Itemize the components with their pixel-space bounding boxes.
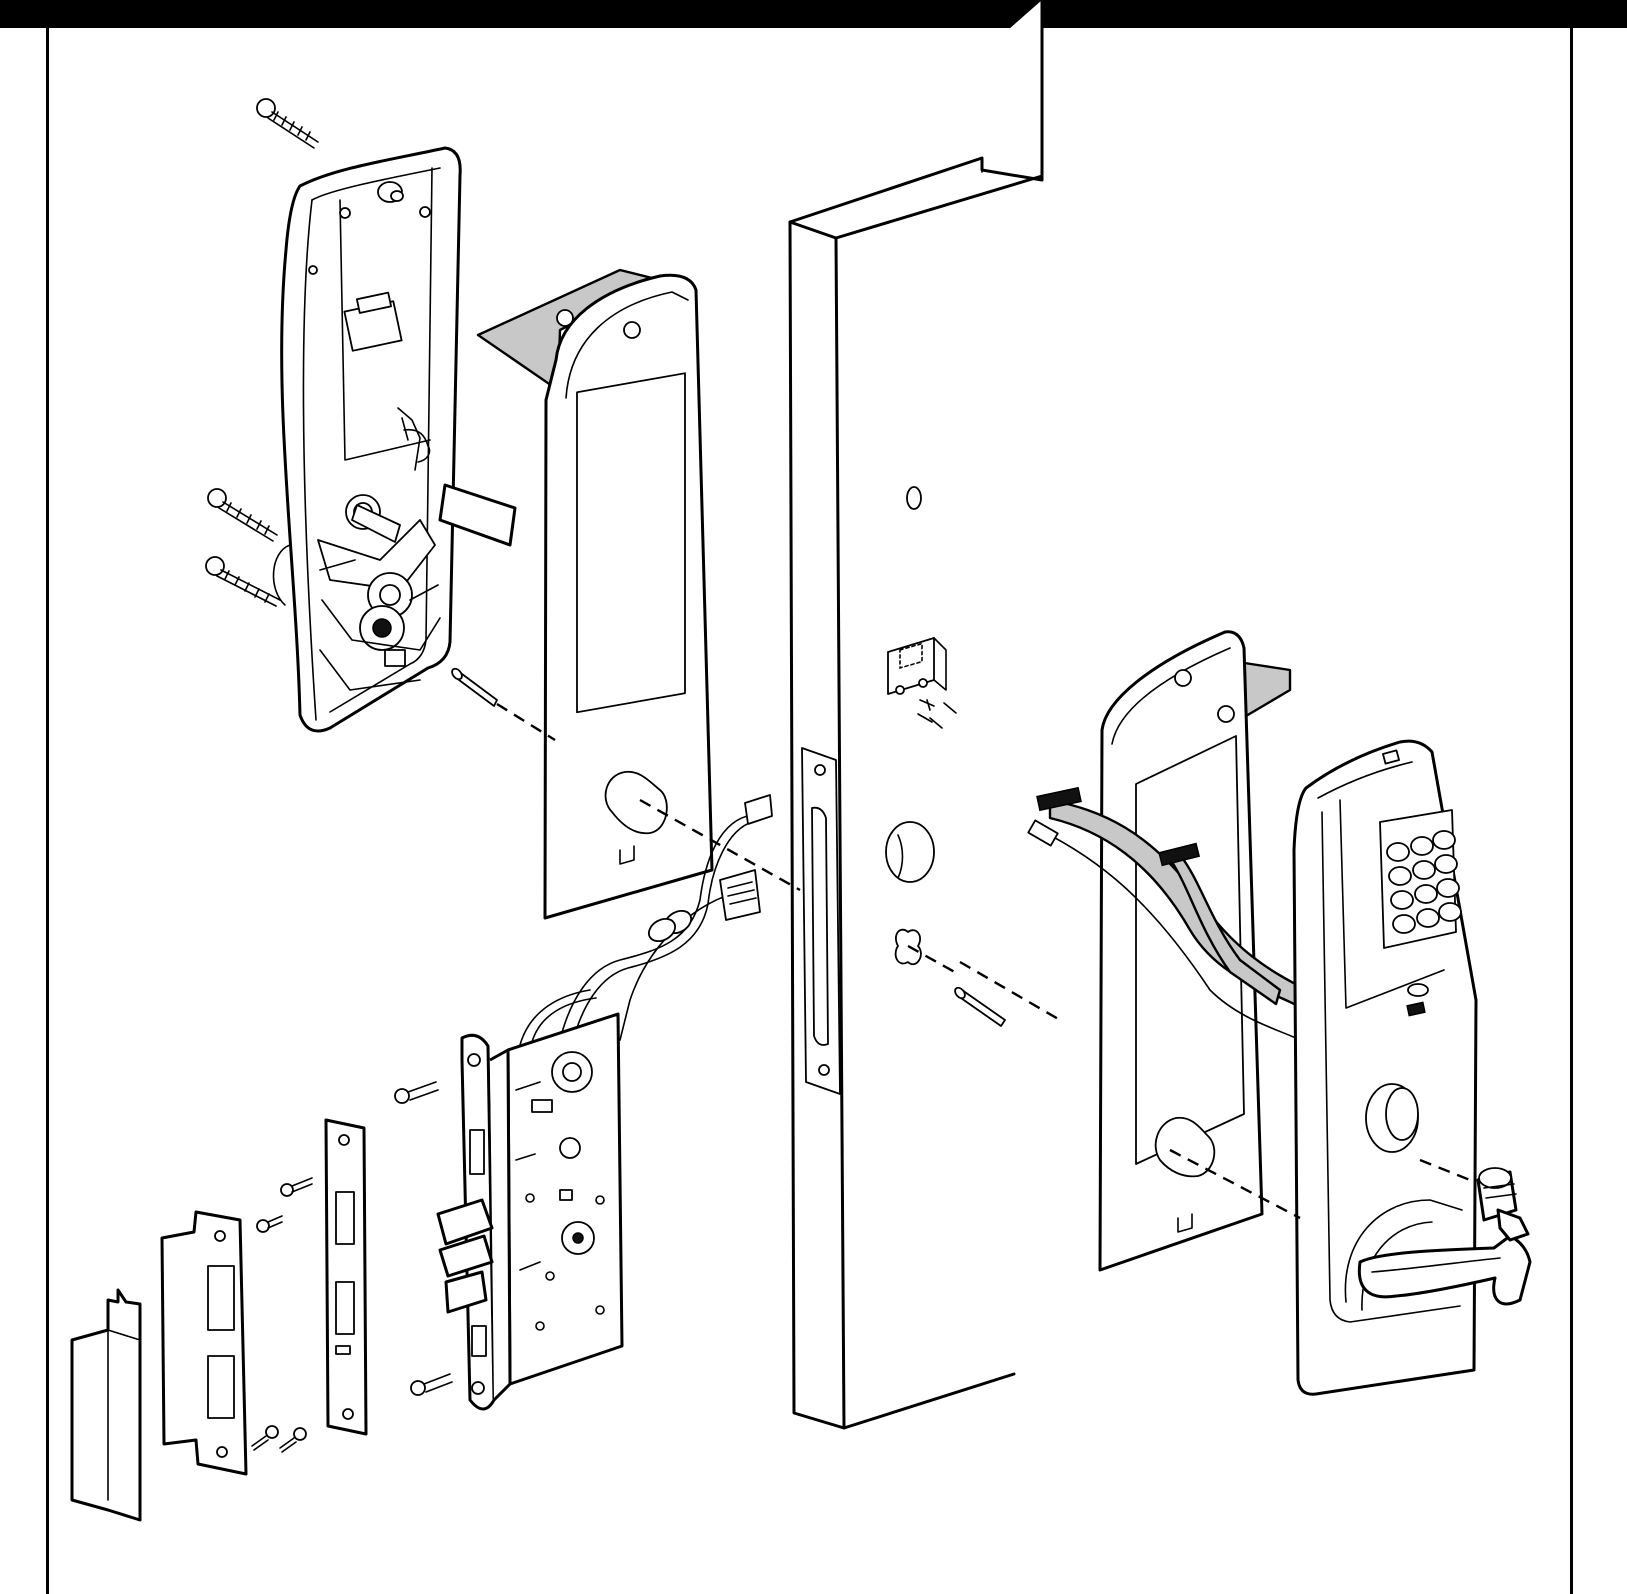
header-bar [0,0,1627,28]
diagram-frame [46,28,1573,1594]
door [788,0,1044,1430]
wire-harness [559,794,773,1045]
escutcheon-screw-lower [205,556,281,607]
dust-box [70,1288,142,1522]
alignment-pin-right [954,986,1006,1027]
keypad [1379,809,1462,949]
alignment-pin-left [451,667,498,707]
outside-keypad-escutcheon [1292,739,1532,1396]
mortise-lock-body [436,989,624,1411]
escutcheon-screw-top [256,98,319,149]
armored-front [324,1118,368,1436]
mortise-screw-top [394,1081,439,1104]
escutcheon-screw-middle [207,488,278,542]
plate-screws [917,699,957,729]
front-screws [256,1177,313,1233]
inside-gasket [476,268,714,920]
mortise-screw-bottom [410,1373,453,1396]
assembly-guide-lines [496,702,1471,1220]
outside-gasket [1098,630,1292,1272]
strike-screws [251,1425,307,1453]
cylinder [1476,1167,1530,1242]
inside-escutcheon [272,146,517,733]
lever-handle [1357,1234,1532,1306]
strike [160,1210,248,1476]
